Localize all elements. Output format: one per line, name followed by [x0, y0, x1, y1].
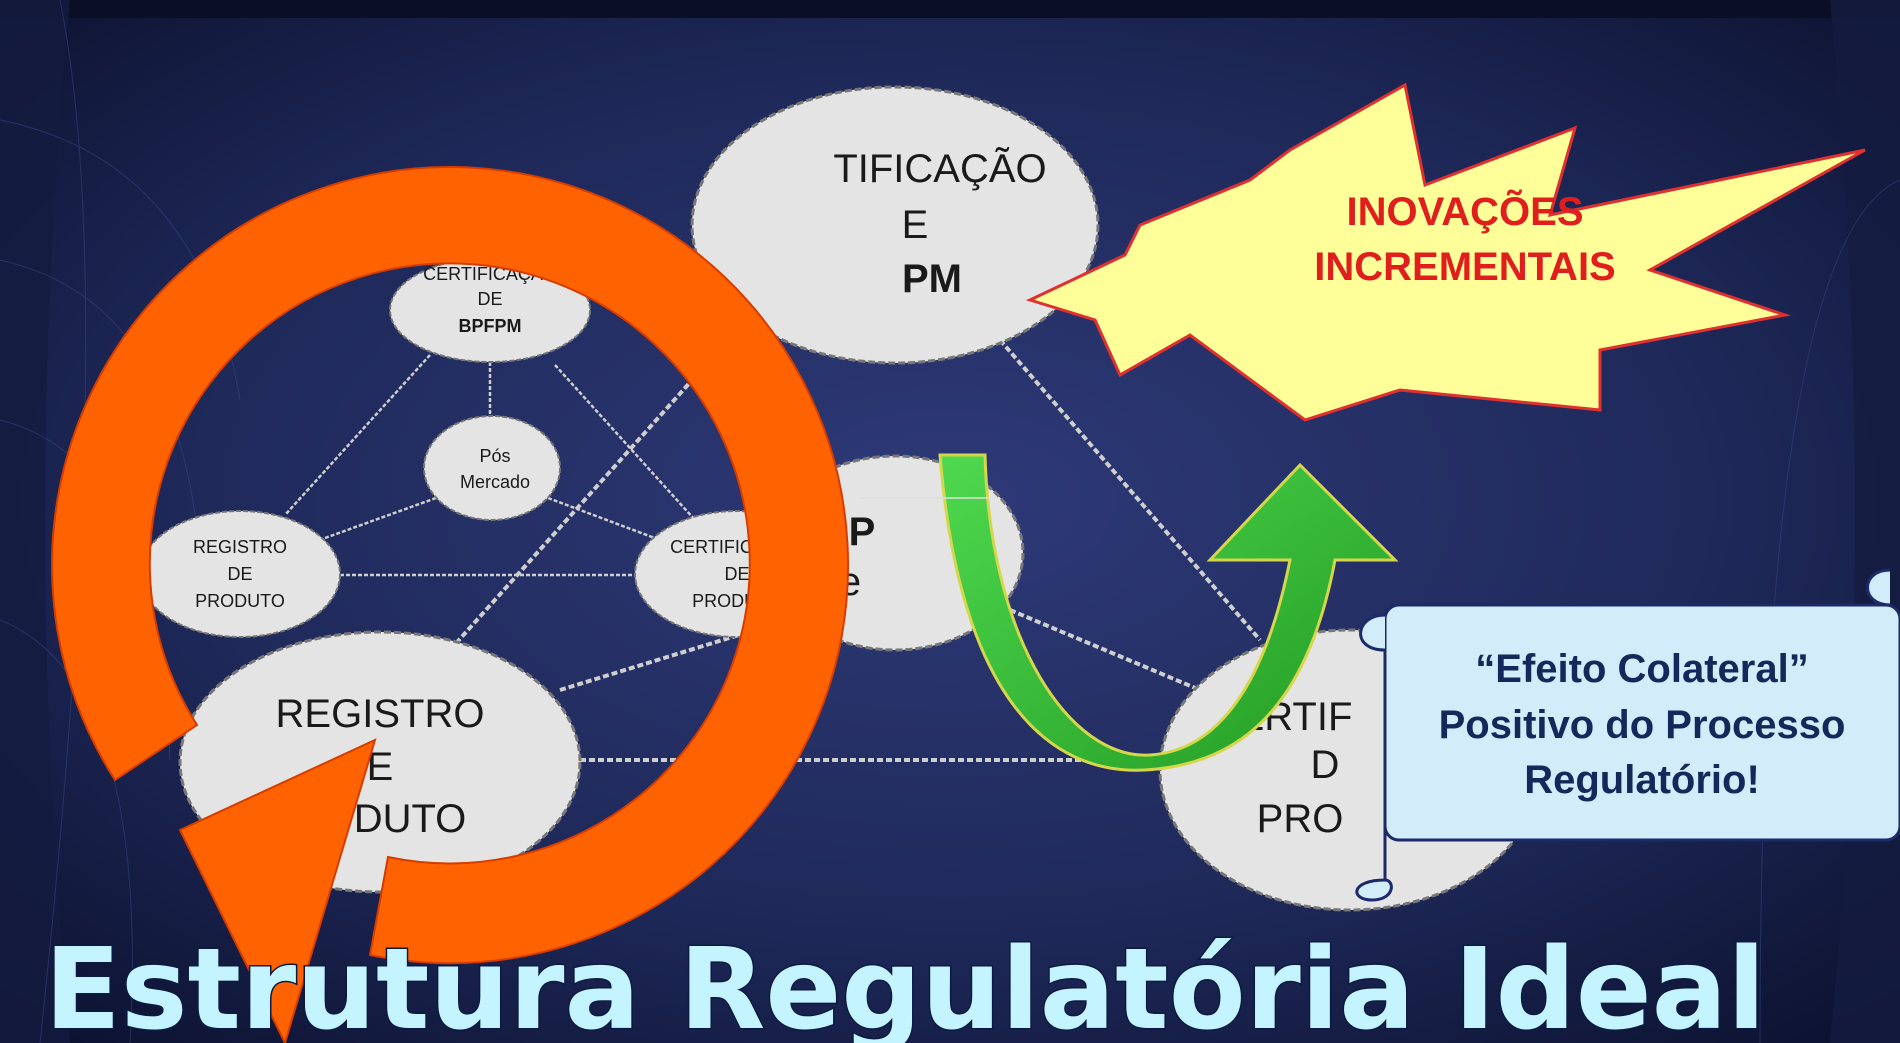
- scroll-line2: Positivo do Processo: [1439, 703, 1846, 747]
- small-left-line2: DE: [227, 564, 252, 584]
- large-right-line3: PRO: [1257, 797, 1344, 841]
- scroll-line3: Regulatório!: [1524, 758, 1760, 802]
- green-curved-arrow: [938, 453, 1399, 772]
- innovation-burst: INOVAÇÕES INCREMENTAIS: [1025, 82, 1866, 422]
- large-top-line2: E: [902, 203, 929, 247]
- top-band: [0, 0, 1900, 18]
- small-oval-top: CERTIFICAÇÃO DE BPFPM: [389, 257, 591, 363]
- large-center-line1: P: [849, 510, 876, 554]
- large-top-line1: TIFICAÇÃO: [833, 146, 1046, 191]
- large-top-line3: PM: [902, 257, 962, 301]
- small-left-line1: REGISTRO: [193, 537, 287, 557]
- scroll-line1: “Efeito Colateral”: [1475, 647, 1808, 691]
- small-right-line2: DE: [724, 564, 749, 584]
- small-center-line1: Pós: [479, 446, 510, 466]
- small-oval-left: REGISTRO DE PRODUTO: [139, 510, 341, 638]
- small-center-line2: Mercado: [460, 472, 530, 492]
- slide-title: Estrutura Regulatória Ideal: [44, 925, 1765, 1043]
- large-right-line2: D: [1311, 743, 1340, 787]
- large-left-line3: DUTO: [354, 797, 467, 841]
- small-left-line3: PRODUTO: [195, 591, 285, 611]
- orange-cycle-arrow: [51, 166, 849, 1043]
- large-left-line1: REGISTRO: [276, 692, 485, 736]
- large-oval-top: TIFICAÇÃO E PM: [690, 85, 1100, 365]
- small-top-line2: DE: [477, 289, 502, 309]
- scroll-callout: “Efeito Colateral” Positivo do Processo …: [1355, 568, 1900, 902]
- burst-line2: INCREMENTAIS: [1314, 245, 1615, 289]
- small-oval-center: Pós Mercado: [423, 415, 561, 521]
- left-shade: [0, 0, 70, 1043]
- burst-line1: INOVAÇÕES: [1346, 188, 1583, 234]
- small-top-line3: BPFPM: [459, 316, 522, 336]
